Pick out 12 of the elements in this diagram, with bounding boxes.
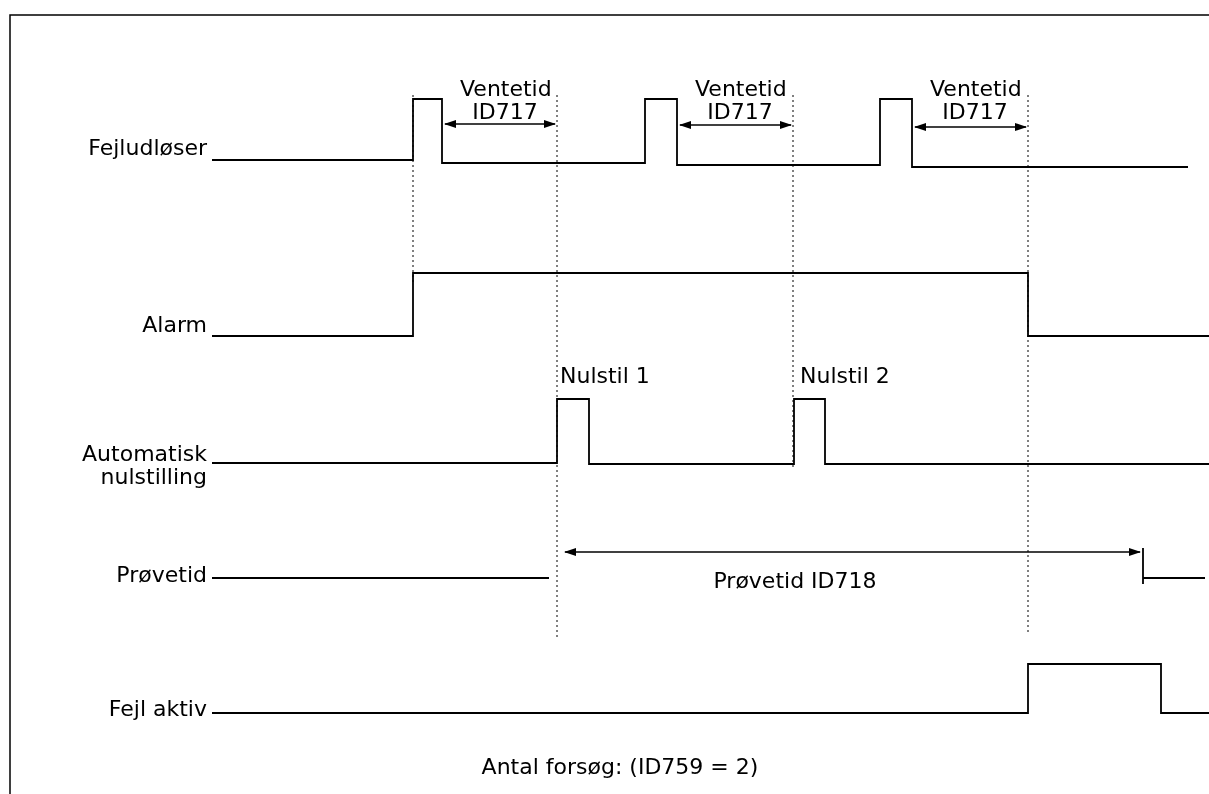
interval-label: Ventetid ID717: [930, 77, 1020, 123]
signal-label: Automatisk nulstilling: [81, 442, 207, 488]
signal-label: Prøvetid: [115, 563, 207, 586]
pulse-label: Nulstil 2: [800, 364, 891, 387]
pulse-label: Nulstil 1: [560, 364, 651, 387]
interval-label: Ventetid ID717: [695, 77, 785, 123]
caption: Antal forsøg: (ID759 = 2): [480, 755, 760, 778]
interval-label: Prøvetid ID718: [712, 569, 878, 592]
interval-label: Ventetid ID717: [460, 77, 550, 123]
signal-label: Fejludløser: [87, 136, 207, 159]
signal-label: Alarm: [141, 313, 207, 336]
signal-label: Fejl aktiv: [107, 697, 207, 720]
